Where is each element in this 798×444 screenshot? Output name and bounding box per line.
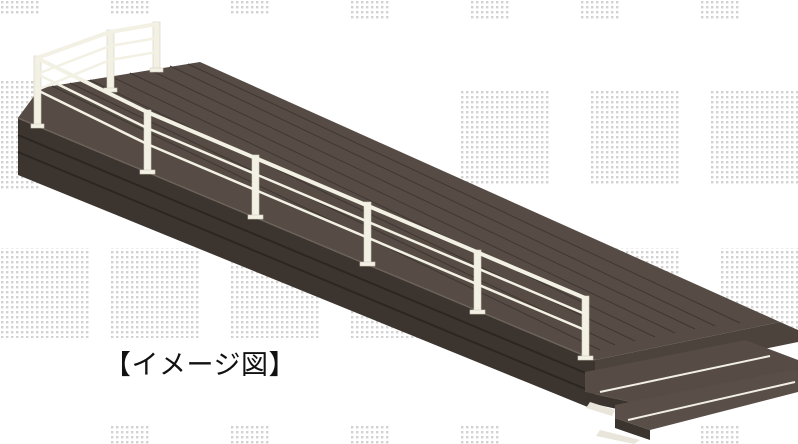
railing-rails	[35, 22, 587, 332]
deck-steps	[585, 322, 798, 444]
caption-label: 【イメージ図】	[104, 350, 296, 381]
